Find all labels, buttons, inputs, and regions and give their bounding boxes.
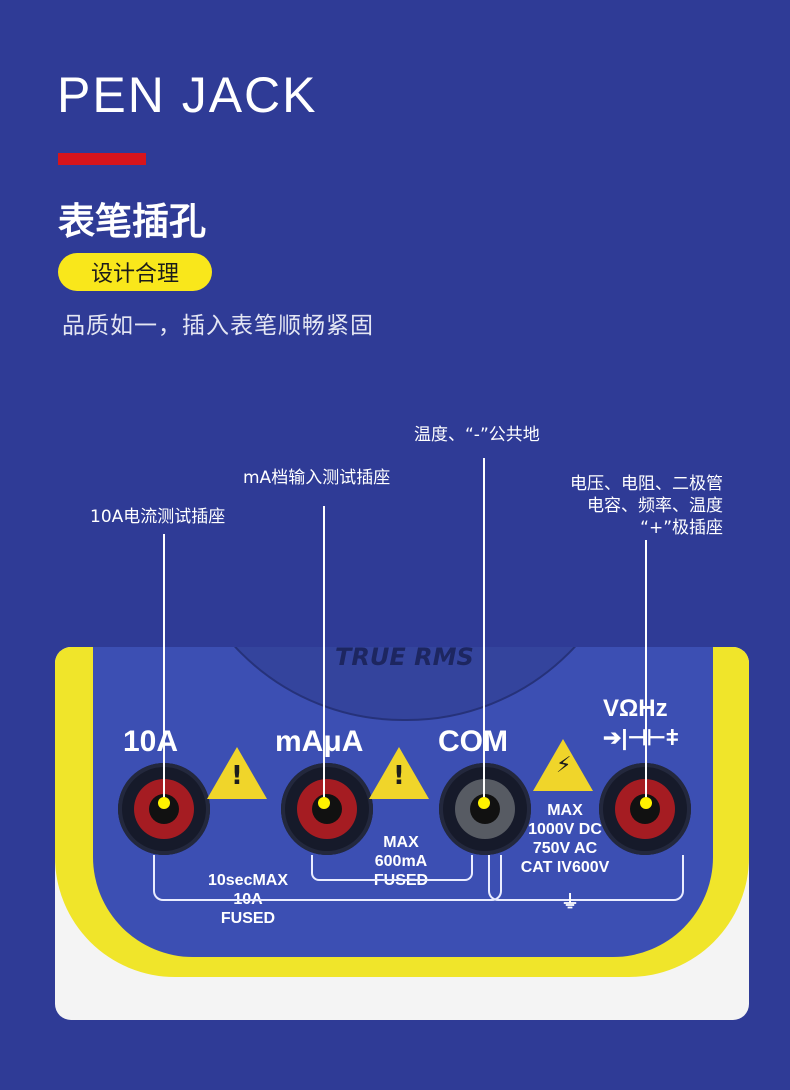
page-title-en: PEN JACK [57, 67, 318, 123]
ten-amp-bracket [153, 855, 502, 901]
callout-v-dot [640, 797, 652, 809]
a-spec-text: 10secMAX 10A FUSED [188, 871, 308, 928]
jack-label-10a: 10A [123, 725, 179, 758]
callout-com-line [483, 458, 485, 803]
page-description: 品质如一，插入表笔顺畅紧固 [62, 313, 374, 339]
ma-spec-line-1: MAX [383, 834, 419, 851]
ground-icon: ⏚ [561, 892, 579, 912]
callout-ma-dot [318, 797, 330, 809]
jack-ma [281, 763, 373, 855]
jack-label-com: COM [438, 725, 508, 758]
ma-spec-line-2: 600mA [374, 853, 428, 870]
warning-icon-2 [369, 747, 429, 799]
a-spec-line-3: FUSED [220, 910, 276, 927]
v-spec-line-3: 750V AC [532, 840, 598, 857]
warning-icon-1 [207, 747, 267, 799]
lightning-icon: ⚡ [556, 753, 572, 778]
a-spec-line-1: 10secMAX [207, 872, 289, 889]
badge: 设计合理 [58, 253, 212, 291]
badge-label: 设计合理 [90, 262, 179, 287]
jack-panel: TRUE RMS 10A mAμA COM VΩHz ➔|⊣⊢ǂ ! ! ⚡ M… [93, 647, 713, 957]
callout-v-line-2: 电容、频率、温度 [587, 496, 723, 516]
ma-bracket [311, 855, 473, 881]
callout-v-line-3: “+”极插座 [640, 518, 723, 538]
v-spec-line-2: 1000V DC [528, 821, 602, 838]
jack-label-ma: mAμA [275, 725, 364, 758]
callout-com-label: 温度、“-”公共地 [414, 425, 540, 445]
v-spec-line-1: MAX [547, 802, 583, 819]
high-voltage-icon [533, 739, 593, 791]
callout-v-label: 电压、电阻、二极管 电容、频率、温度 “+”极插座 [520, 473, 723, 539]
callout-com-dot [478, 797, 490, 809]
warning-mark-1: ! [231, 761, 243, 791]
callout-ma-label: mA档输入测试插座 [243, 468, 391, 488]
volt-bracket [488, 855, 684, 901]
warning-mark-2: ! [393, 761, 405, 791]
v-spec-text: MAX 1000V DC 750V AC CAT IV600V [505, 801, 625, 877]
callout-10a-label: 10A电流测试插座 [90, 507, 226, 527]
callout-10a-line [163, 534, 165, 803]
page-title-cn: 表笔插孔 [58, 200, 206, 243]
true-rms-text: TRUE RMS [335, 647, 474, 671]
callout-ma-line [323, 506, 325, 803]
title-underline [58, 153, 146, 165]
jack-com [439, 763, 531, 855]
callout-v-line-1: 电压、电阻、二极管 [570, 474, 723, 494]
v-spec-line-4: CAT IV600V [520, 859, 610, 876]
jack-label-v: VΩHz [603, 695, 668, 722]
callout-10a-dot [158, 797, 170, 809]
diode-capacitor-icon: ➔|⊣⊢ǂ [603, 725, 679, 750]
multimeter-illustration: TRUE RMS 10A mAμA COM VΩHz ➔|⊣⊢ǂ ! ! ⚡ M… [55, 647, 749, 1020]
callout-v-line [645, 540, 647, 803]
